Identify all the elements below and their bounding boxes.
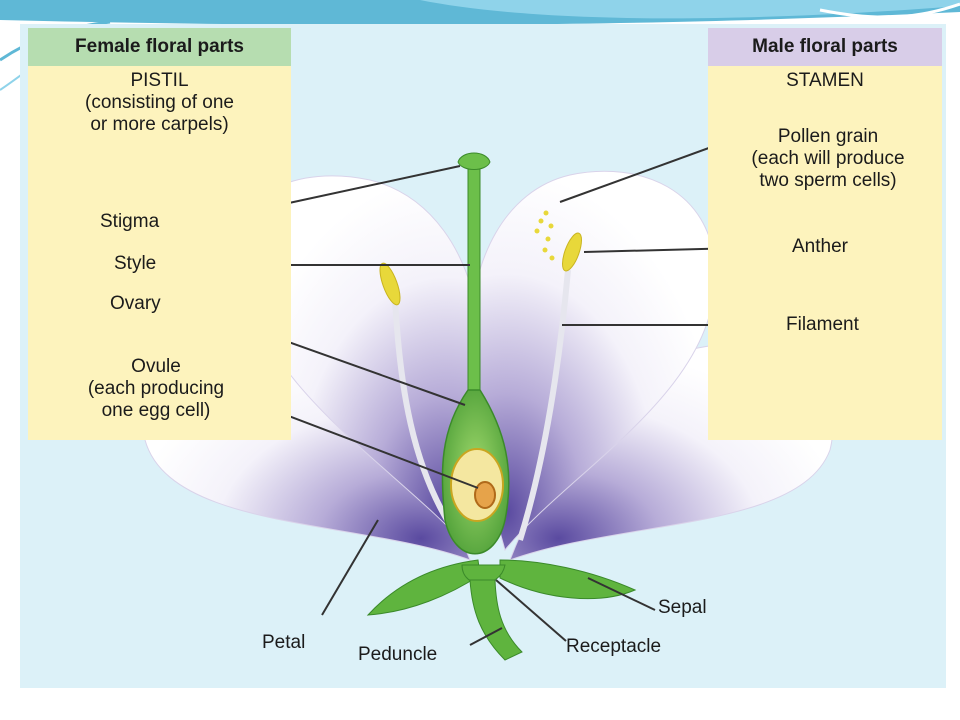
label-sepal: Sepal [658, 597, 707, 618]
pistil [441, 152, 510, 555]
sepal-right [499, 559, 637, 600]
pistil-description: PISTIL (consisting of one or more carpel… [85, 70, 234, 135]
peduncle-stalk [469, 579, 523, 661]
male-parts-box: Male floral parts STAMEN [708, 28, 942, 440]
male-parts-header: Male floral parts [708, 28, 942, 66]
ovule-shape [474, 481, 496, 509]
label-receptacle: Receptacle [566, 636, 662, 657]
sepal-group [366, 559, 637, 616]
female-parts-box: Female floral parts PISTIL (consisting o… [28, 28, 291, 440]
ovary-chamber [450, 448, 504, 522]
sepal-left [366, 559, 481, 616]
stamen-left [379, 262, 463, 542]
label-pollen-grain: Pollen grain (each will produce two sper… [751, 126, 905, 191]
pollen-grains [534, 210, 555, 261]
peduncle-receptacle [461, 564, 523, 661]
female-parts-header: Female floral parts [28, 28, 291, 66]
label-petal: Petal [262, 632, 306, 653]
label-anther: Anther [792, 236, 848, 257]
label-peduncle: Peduncle [358, 644, 438, 665]
label-ovary: Ovary [110, 293, 161, 314]
label-style: Style [114, 253, 157, 274]
stamen-title: STAMEN [786, 70, 864, 91]
stigma-tip [457, 152, 491, 170]
label-ovule: Ovule (each producing one egg cell) [87, 356, 225, 421]
stamen-right [517, 232, 582, 541]
label-filament: Filament [786, 314, 859, 335]
label-stigma: Stigma [100, 211, 160, 232]
style-stalk [467, 167, 481, 401]
